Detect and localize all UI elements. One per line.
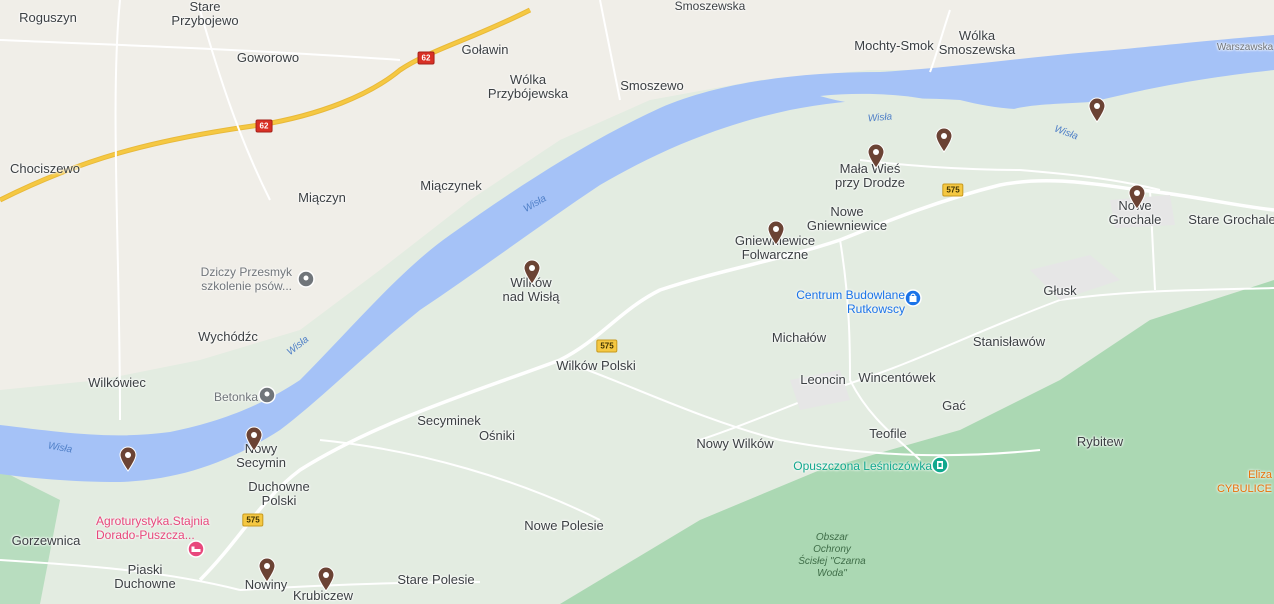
landmark-icon bbox=[931, 456, 949, 474]
road-575 bbox=[198, 178, 1274, 582]
map-marker-icon[interactable] bbox=[119, 446, 137, 472]
poi-label: Opuszczona Leśniczówka bbox=[793, 459, 932, 473]
place-label: Wincentówek bbox=[858, 370, 936, 385]
place-label: Ośniki bbox=[478, 428, 516, 443]
place-label: Leoncin bbox=[800, 372, 846, 387]
pin-icon bbox=[258, 386, 276, 404]
farmland-area bbox=[0, 0, 1274, 390]
road-shield-575: 575 bbox=[596, 339, 618, 353]
poi-label: Betonka bbox=[213, 390, 258, 404]
settlement-areas bbox=[790, 195, 1175, 410]
place-label: Nowe Polesie bbox=[524, 518, 604, 533]
map-marker-icon[interactable] bbox=[767, 220, 785, 246]
pin-icon bbox=[297, 270, 315, 288]
place-label: Głusk bbox=[1043, 283, 1077, 298]
river-label: Wisła bbox=[867, 111, 893, 125]
place-label: Nowy Wilków bbox=[696, 436, 774, 451]
place-label: Nowiny bbox=[244, 577, 288, 592]
road-62 bbox=[0, 8, 531, 202]
place-label: Wilkówiec bbox=[88, 375, 146, 390]
poi-label: Dziczy Przesmyk szkolenie psów... bbox=[200, 265, 292, 293]
place-label: Goworowo bbox=[236, 50, 300, 65]
place-label: Wychódźc bbox=[198, 329, 258, 344]
place-label: Stare Grochale bbox=[1188, 212, 1274, 227]
map-marker-icon[interactable] bbox=[1088, 97, 1106, 123]
place-label: Krubiczew bbox=[293, 588, 353, 603]
road-shield-62: 62 bbox=[255, 119, 273, 133]
place-label: Gorzewnica bbox=[11, 533, 81, 548]
place-label: Wólka Smoszewska bbox=[938, 28, 1016, 57]
map-marker-icon[interactable] bbox=[245, 426, 263, 452]
place-label: Mała Wieś przy Drodze bbox=[834, 161, 906, 190]
place-label: Gać bbox=[942, 398, 966, 413]
forest-area bbox=[560, 280, 1274, 604]
place-label: Duchowne Polski bbox=[248, 479, 310, 508]
place-label: Secyminek bbox=[417, 413, 481, 428]
place-label: Wólka Przybójewska bbox=[487, 72, 569, 101]
place-label: Miączyn bbox=[298, 190, 346, 205]
map-marker-icon[interactable] bbox=[1128, 184, 1146, 210]
place-label: Rybitew bbox=[1076, 434, 1124, 449]
nature-reserve-label: Obszar Ochrony Ścisłej "Czarna Woda" bbox=[798, 532, 866, 579]
minor-roads bbox=[0, 0, 1274, 591]
map-marker-icon[interactable] bbox=[867, 143, 885, 169]
shopping-bag-icon bbox=[904, 289, 922, 307]
place-label: Teofile bbox=[869, 426, 907, 441]
map-marker-icon[interactable] bbox=[523, 259, 541, 285]
place-label: Mochty-Smok bbox=[854, 38, 934, 53]
place-label: Chociszewo bbox=[9, 161, 81, 176]
river-island bbox=[820, 93, 930, 106]
place-label: Miączynek bbox=[420, 178, 482, 193]
road-shield-575: 575 bbox=[242, 513, 264, 527]
map-marker-icon[interactable] bbox=[258, 557, 276, 583]
river-wisla bbox=[0, 35, 1274, 482]
road-shield-62: 62 bbox=[417, 51, 435, 65]
bed-icon bbox=[187, 540, 205, 558]
place-label: Roguszyn bbox=[19, 10, 77, 25]
place-label: Michałów bbox=[771, 330, 827, 345]
poi-label: Agroturystyka.Stajnia Dorado-Puszcza... bbox=[96, 514, 210, 542]
poi-label: Centrum Budowlane Rutkowscy bbox=[796, 288, 905, 316]
map-marker-icon[interactable] bbox=[317, 566, 335, 592]
place-label-cut: Smoszewska bbox=[674, 0, 746, 13]
place-label: Piaski Duchowne bbox=[114, 562, 176, 591]
road-shield-575: 575 bbox=[942, 183, 964, 197]
place-label: Nowe Gniewniewice bbox=[806, 204, 888, 233]
place-label: Stare Przybojewo bbox=[171, 0, 239, 28]
map-marker-icon[interactable] bbox=[935, 127, 953, 153]
place-label: Goławin bbox=[461, 42, 509, 57]
place-label: Smoszewo bbox=[620, 78, 684, 93]
place-label: Wilków nad Wisłą bbox=[502, 276, 560, 304]
forest-area bbox=[0, 470, 60, 604]
road-label-cut: Warszawska bbox=[1216, 42, 1274, 53]
place-label: Stare Polesie bbox=[397, 572, 475, 587]
poi-eliza-cybulice[interactable]: Eliza CYBULICE bbox=[1216, 469, 1272, 495]
place-label: Wilków Polski bbox=[556, 358, 636, 373]
place-label: Stanisławów bbox=[972, 334, 1046, 349]
